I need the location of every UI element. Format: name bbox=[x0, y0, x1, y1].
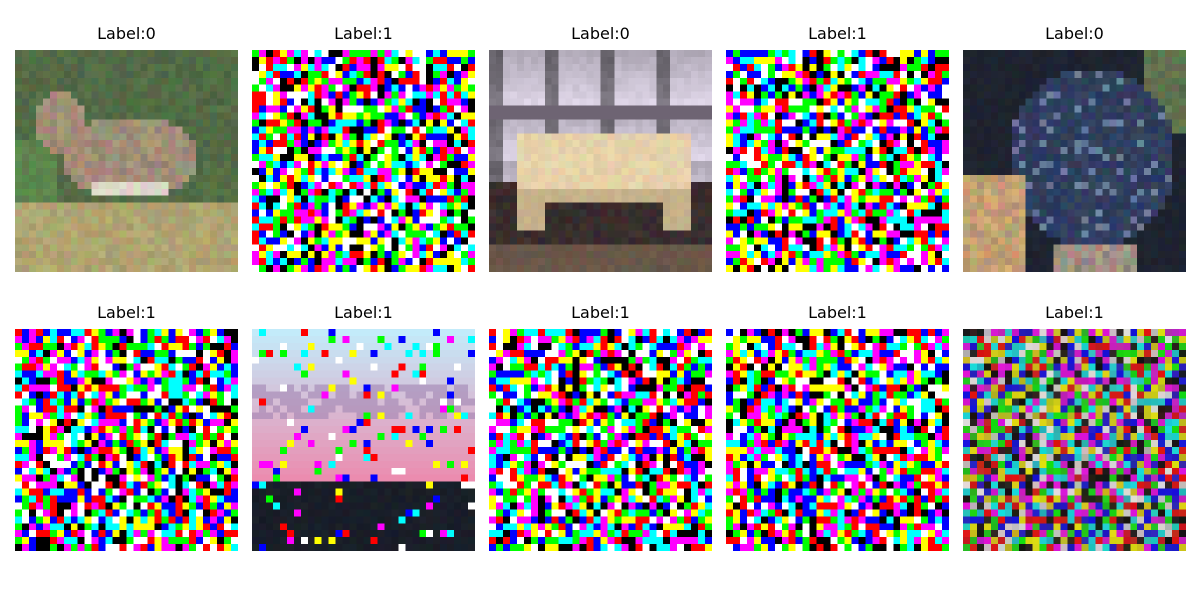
panel-image bbox=[252, 50, 475, 272]
panel-title: Label:0 bbox=[571, 24, 630, 43]
panel-image bbox=[252, 329, 475, 551]
panel-image bbox=[726, 329, 949, 551]
panel-title: Label:1 bbox=[334, 303, 393, 322]
image-panel-10: Label:1 bbox=[963, 279, 1186, 551]
panel-image bbox=[489, 329, 712, 551]
image-panel-3: Label:0 bbox=[489, 0, 712, 272]
image-panel-1: Label:0 bbox=[15, 0, 238, 272]
panel-title: Label:1 bbox=[571, 303, 630, 322]
panel-image bbox=[963, 329, 1186, 551]
panel-image bbox=[489, 50, 712, 272]
panel-image bbox=[726, 50, 949, 272]
panel-title: Label:0 bbox=[1045, 24, 1104, 43]
panel-image bbox=[15, 329, 238, 551]
panel-title: Label:1 bbox=[1045, 303, 1104, 322]
panel-title: Label:1 bbox=[808, 24, 867, 43]
panel-title: Label:1 bbox=[808, 303, 867, 322]
image-panel-8: Label:1 bbox=[489, 279, 712, 551]
panel-image bbox=[15, 50, 238, 272]
image-panel-4: Label:1 bbox=[726, 0, 949, 272]
image-panel-6: Label:1 bbox=[15, 279, 238, 551]
image-panel-5: Label:0 bbox=[963, 0, 1186, 272]
panel-title: Label:1 bbox=[97, 303, 156, 322]
panel-title: Label:1 bbox=[334, 24, 393, 43]
panel-title: Label:0 bbox=[97, 24, 156, 43]
panel-image bbox=[963, 50, 1186, 272]
image-panel-2: Label:1 bbox=[252, 0, 475, 272]
image-panel-9: Label:1 bbox=[726, 279, 949, 551]
image-panel-7: Label:1 bbox=[252, 279, 475, 551]
